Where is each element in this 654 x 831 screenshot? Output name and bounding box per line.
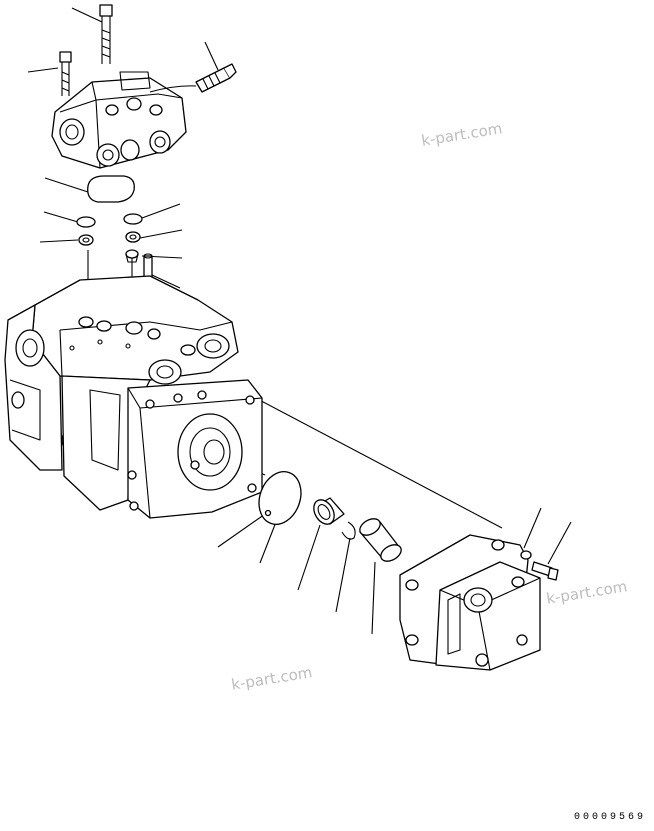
gear-pump — [399, 534, 559, 671]
coupling-parts — [258, 471, 402, 562]
main-pump-housing — [4, 275, 263, 519]
control-valve-assembly — [51, 4, 237, 169]
gasket-and-seals — [76, 175, 153, 289]
document-number: 00009569 — [573, 812, 646, 823]
